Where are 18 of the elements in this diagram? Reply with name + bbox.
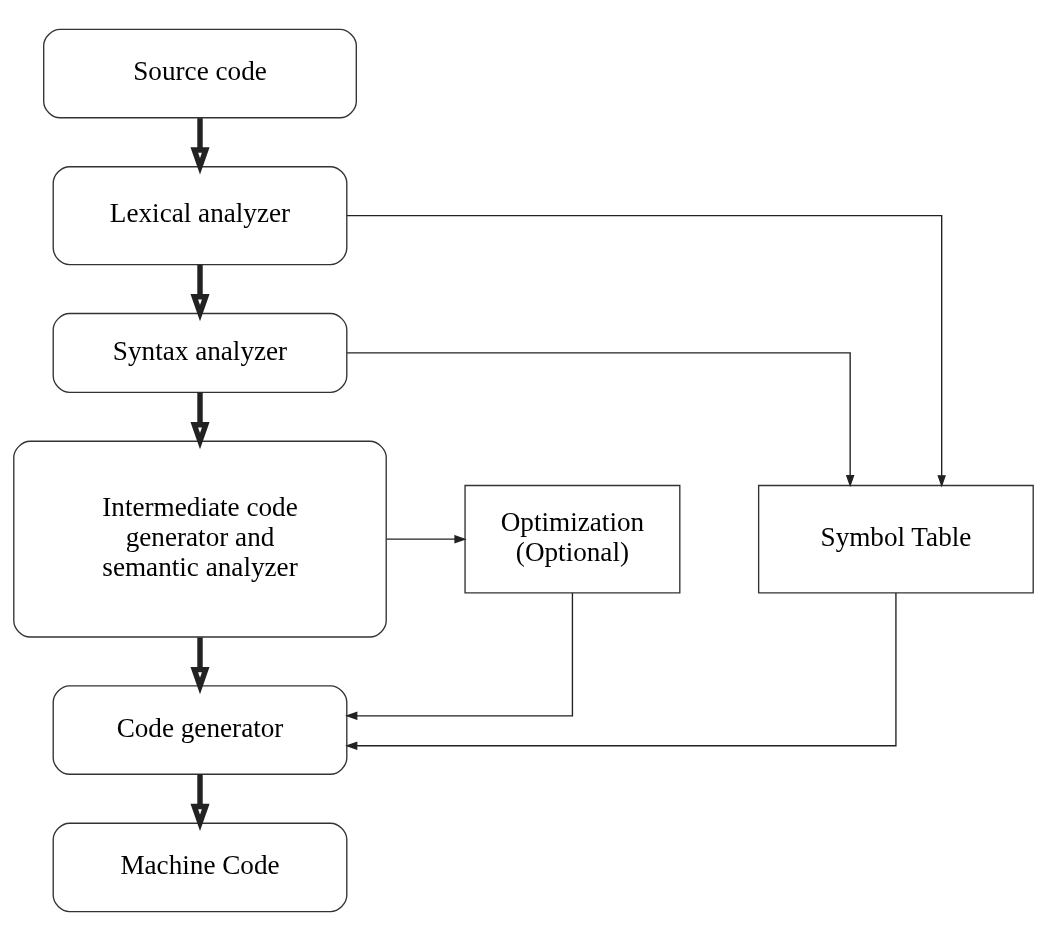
- node-box: Source code: [43, 28, 357, 119]
- arrow: [345, 592, 897, 751]
- node-box: Optimization (Optional): [464, 484, 681, 594]
- node-box: Symbol Table: [757, 484, 1034, 594]
- arrow: [190, 774, 210, 832]
- arrow: [346, 352, 855, 488]
- arrow: [346, 214, 946, 488]
- node-box: Lexical analyzer: [52, 166, 348, 266]
- arrow: [190, 118, 210, 175]
- arrow: [190, 637, 210, 695]
- arrow: [386, 534, 467, 544]
- arrow: [190, 392, 210, 450]
- node-box: Intermediate code generator and semantic analyzer: [13, 440, 387, 638]
- node-box: Code generator: [52, 685, 348, 775]
- node-box: Syntax analyzer: [52, 312, 348, 394]
- node-box: Machine Code: [52, 822, 348, 913]
- arrow: [190, 264, 210, 322]
- arrow: [345, 592, 574, 721]
